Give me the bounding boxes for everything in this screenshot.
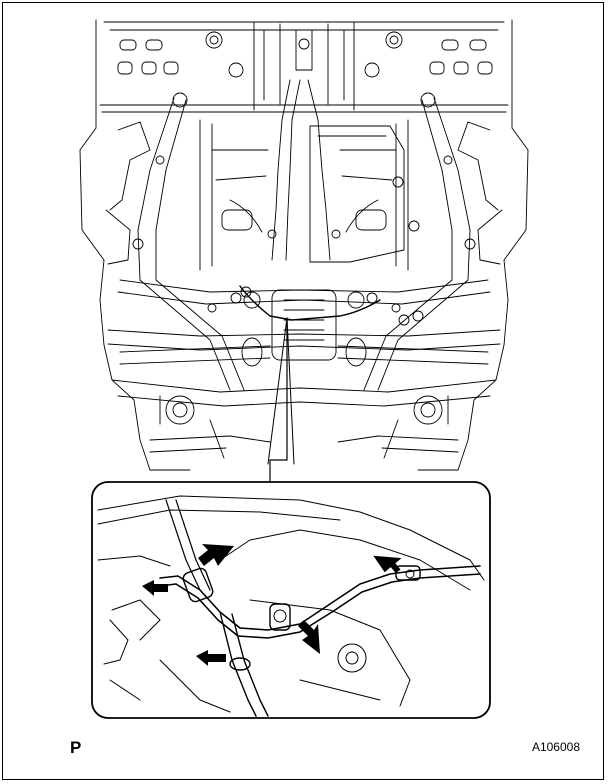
- arrow-clamp-left: [142, 580, 168, 596]
- callout-arrows: [142, 544, 402, 666]
- detail-inset-frame: [91, 481, 491, 719]
- arrow-clamp-lower: [196, 650, 226, 666]
- arrow-fitting-right: [373, 555, 402, 574]
- arrow-clamp-upper-left: [198, 544, 234, 566]
- detail-leader-line-3: [286, 317, 295, 465]
- detail-leader-line: [269, 317, 288, 483]
- view-label: P: [70, 738, 82, 757]
- detail-inset-drawing: [97, 495, 485, 717]
- figure-id: A106008: [531, 740, 580, 754]
- arrow-clamp-center: [298, 620, 320, 654]
- detail-leader-line-2: [267, 317, 288, 465]
- underbody-overview: [79, 19, 529, 471]
